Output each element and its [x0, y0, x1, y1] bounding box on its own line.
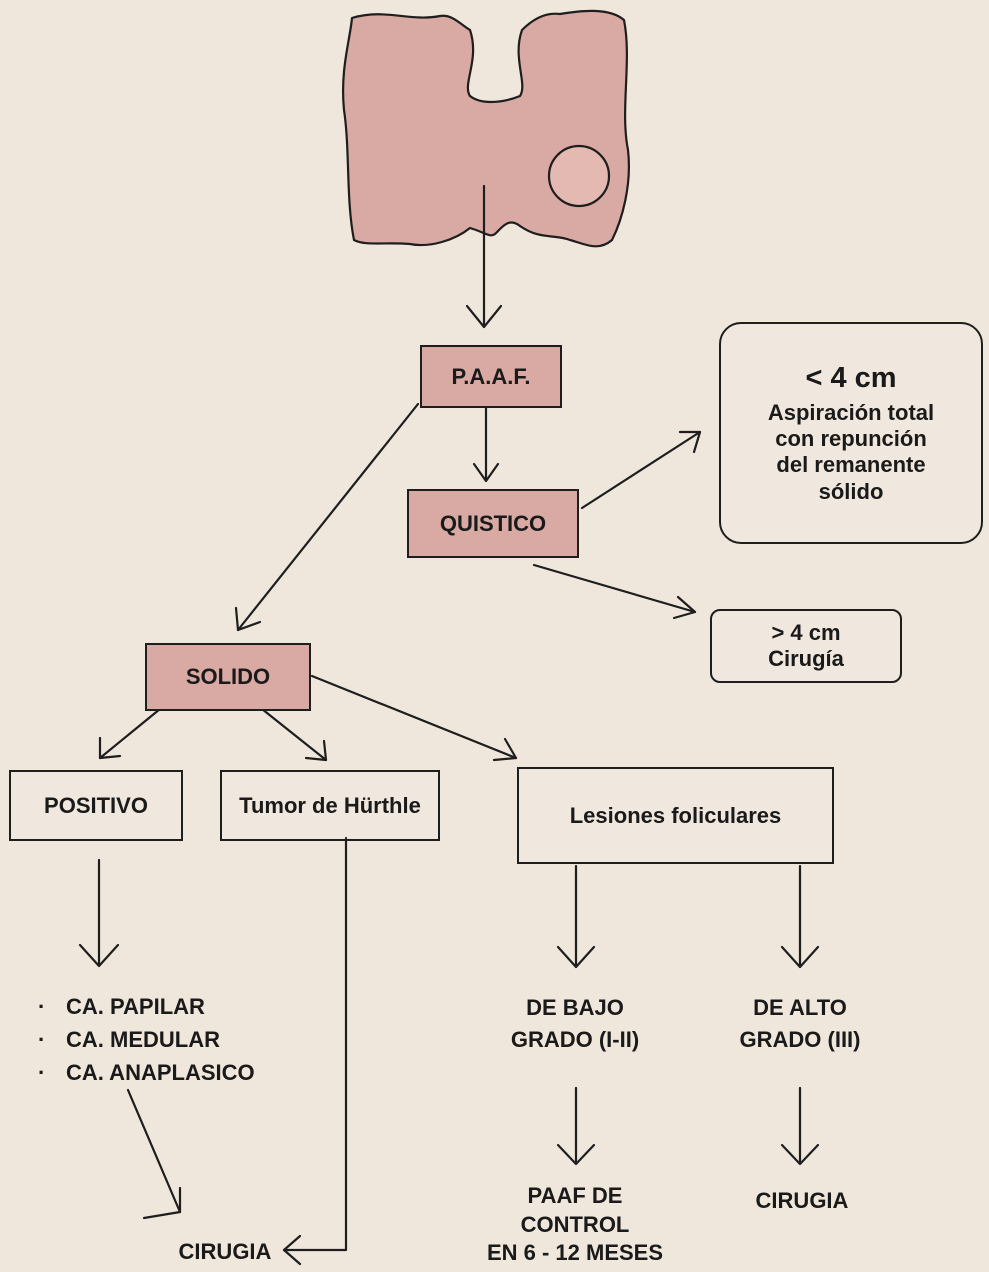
- paaf-label: P.A.A.F.: [451, 364, 530, 390]
- cyst-small-line: con repunción: [775, 426, 927, 452]
- control-line: EN 6 - 12 MESES: [470, 1239, 680, 1268]
- control-label: PAAF DE CONTROL EN 6 - 12 MESES: [470, 1182, 680, 1268]
- positivo-box: POSITIVO: [9, 770, 183, 841]
- thyroid-nodule: [549, 146, 609, 206]
- control-line: CONTROL: [470, 1211, 680, 1240]
- foliculares-box: Lesiones foliculares: [517, 767, 834, 864]
- cyst-small-line: sólido: [819, 479, 884, 505]
- quistico-label: QUISTICO: [440, 511, 546, 537]
- bajo-grado-line: DE BAJO: [480, 992, 670, 1024]
- hurthle-label: Tumor de Hürthle: [239, 793, 421, 819]
- cyst-large-action: Cirugía: [768, 646, 844, 672]
- quistico-box: QUISTICO: [407, 489, 579, 558]
- alto-grado-line: DE ALTO: [715, 992, 885, 1024]
- cyst-large-box: > 4 cm Cirugía: [710, 609, 902, 683]
- foliculares-label: Lesiones foliculares: [570, 803, 782, 829]
- alto-grado-label: DE ALTO GRADO (III): [715, 992, 885, 1056]
- thyroid-gland: [343, 11, 629, 246]
- cyst-small-line: del remanente: [776, 452, 925, 478]
- carcinoma-item: CA. PAPILAR: [66, 994, 205, 1019]
- control-line: PAAF DE: [470, 1182, 680, 1211]
- cyst-large-size: > 4 cm: [771, 620, 840, 646]
- cyst-small-line: Aspiración total: [768, 400, 934, 426]
- paaf-box: P.A.A.F.: [420, 345, 562, 408]
- positivo-label: POSITIVO: [44, 793, 148, 819]
- carcinoma-item: CA. MEDULAR: [66, 1027, 220, 1052]
- bajo-grado-label: DE BAJO GRADO (I-II): [480, 992, 670, 1056]
- solido-box: SOLIDO: [145, 643, 311, 711]
- carcinoma-item: CA. ANAPLASICO: [66, 1060, 255, 1085]
- bullet-icon: ·: [38, 1056, 66, 1089]
- alto-grado-line: GRADO (III): [715, 1024, 885, 1056]
- cyst-small-size: < 4 cm: [805, 361, 896, 396]
- carcinoma-list: ·CA. PAPILAR ·CA. MEDULAR ·CA. ANAPLASIC…: [38, 990, 255, 1089]
- cirugia-right-label: CIRUGIA: [752, 1188, 852, 1215]
- bajo-grado-line: GRADO (I-II): [480, 1024, 670, 1056]
- cyst-small-box: < 4 cm Aspiración total con repunción de…: [719, 322, 983, 544]
- bullet-icon: ·: [38, 1023, 66, 1056]
- hurthle-box: Tumor de Hürthle: [220, 770, 440, 841]
- cirugia-left-label: CIRUGIA: [170, 1239, 280, 1266]
- solido-label: SOLIDO: [186, 664, 270, 690]
- bullet-icon: ·: [38, 990, 66, 1023]
